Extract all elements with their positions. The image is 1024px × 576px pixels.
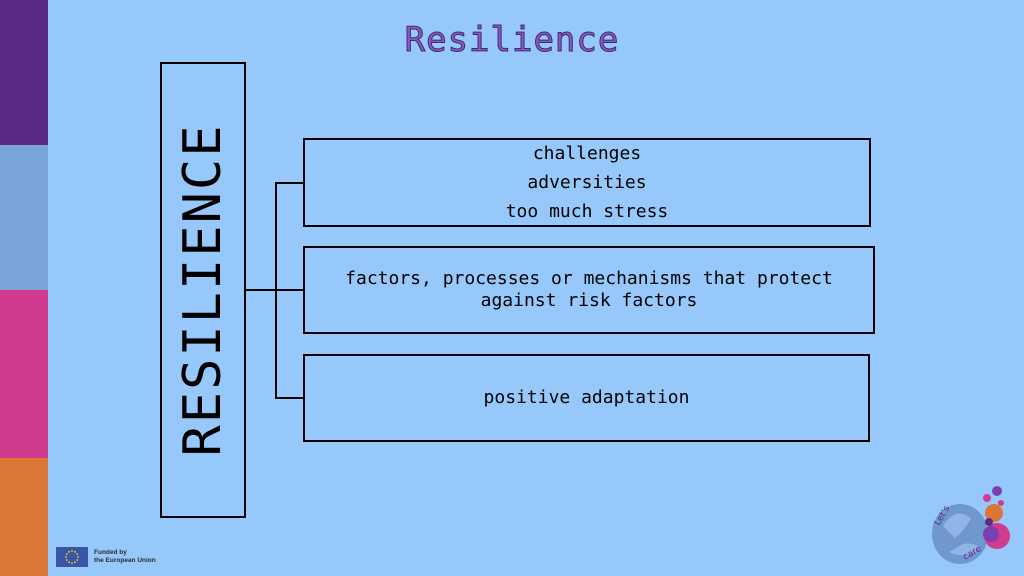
connector-branch-2 <box>275 289 304 291</box>
box-3-line-1: positive adaptation <box>483 387 690 409</box>
lets-care-logo: Let's care <box>925 486 1015 570</box>
box-1-line-2: adversities <box>527 172 647 193</box>
box-2-line-1: factors, processes or mechanisms that pr… <box>345 268 833 290</box>
box-positive-adaptation: positive adaptation <box>303 354 870 442</box>
resilience-vertical-box: RESILIENCE <box>160 62 246 518</box>
slide-title: Resilience <box>404 20 620 61</box>
box-challenges: challenges adversities too much stress <box>303 138 871 227</box>
box-protective-factors: factors, processes or mechanisms that pr… <box>303 246 875 334</box>
connector-branch-3 <box>275 397 304 399</box>
sidebar-stripe-orange <box>0 458 48 576</box>
vertical-label: RESILIENCE <box>173 123 233 457</box>
eu-text-line-2: the European Union <box>94 557 156 564</box>
sidebar-stripe-pink <box>0 290 48 458</box>
eu-flag-icon <box>56 547 88 567</box>
box-2-line-2: against risk factors <box>480 290 698 311</box>
box-1-line-1: challenges <box>532 143 642 164</box>
connector-main <box>246 289 276 291</box>
sidebar-stripe-purple <box>0 0 48 145</box>
box-1-line-3: too much stress <box>505 201 669 222</box>
connector-branch-1 <box>275 182 304 184</box>
eu-funding-notice: Funded by the European Union <box>56 547 156 567</box>
sidebar-stripe-blue <box>0 145 48 290</box>
eu-text-line-1: Funded by <box>94 549 127 556</box>
